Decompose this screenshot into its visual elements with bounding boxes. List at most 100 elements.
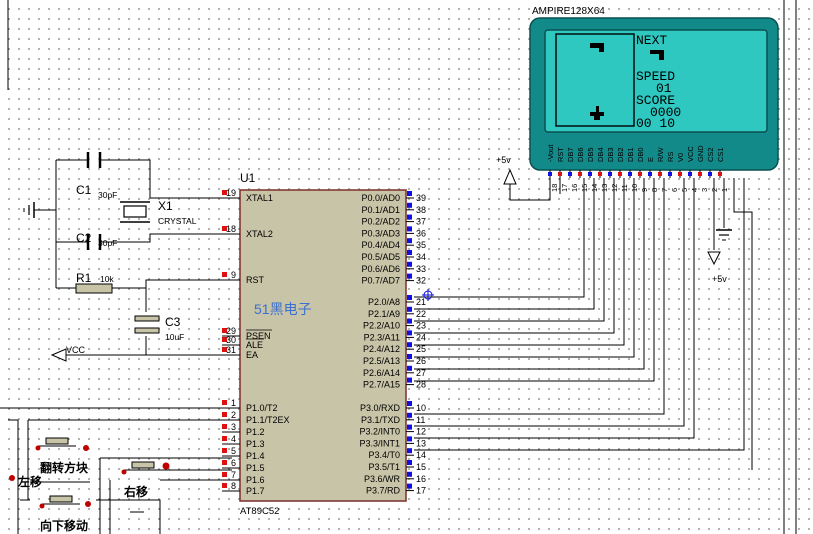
vcc-label: VCC [66,345,86,355]
crystal-x1[interactable]: X1 CRYSTAL [120,199,197,226]
x1-ref: X1 [158,199,173,213]
lcd-module[interactable]: AMPIRE128X64 NEXT SPEED 01 SCORE 0000 00… [529,6,779,192]
mcu-pin-marker [407,436,412,442]
lcd-line-value: 00 10 [636,116,675,131]
mcu-pin-marker [407,471,412,477]
lcd-pin-name: DB0 [636,147,645,162]
mcu-pin-marker [407,342,412,348]
button-rotate[interactable]: 翻转方块 [35,437,90,475]
wire-xtal1 [100,159,232,199]
mcu-pin-number: 11 [416,415,425,425]
mcu-pin-marker [407,214,412,220]
button-left-label: 左移 [17,474,42,489]
mcu-pin-name: P2.2/A10 [363,321,400,331]
lcd-pin-marker [578,172,582,176]
mcu-pin-name: P2.7/A15 [363,380,400,390]
mcu-pin-number: 9 [231,270,236,280]
plus5v-terminal-b[interactable]: +5v [707,251,727,284]
ground-symbol-left [23,202,35,218]
lcd-pin-number: 18 [550,184,559,192]
lcd-pin-marker [678,172,682,176]
lcd-pin-marker [598,172,602,176]
mcu-pin-name: P2.6/A14 [363,368,400,378]
mcu-pin-marker [222,412,227,417]
lcd-pin-number: 16 [570,184,579,192]
mcu-pin-name: P3.2/INT0 [359,427,400,437]
mcu-pin-number: 23 [416,321,426,331]
mcu-pin-number: 3 [231,422,236,432]
mcu-pin-number: 24 [416,332,426,342]
button-down[interactable]: 向下移动 [39,495,92,533]
mcu-pin-name: P0.2/AD2 [361,217,400,227]
lcd-score-label: SCORE [636,93,675,108]
mcu-pin-number: 5 [231,446,236,456]
mcu-pin-name: XTAL2 [246,229,273,239]
lcd-pin-marker [558,172,562,176]
mcu-pin-marker [407,377,412,383]
lcd-pin-marker [568,172,572,176]
vcc-terminal[interactable]: VCC [50,345,86,362]
button-left[interactable]: 左移 [9,474,42,489]
mcu-pin-37: 37 P0.2/AD2 [361,214,426,227]
mcu-pin-name: P0.1/AD1 [361,205,400,215]
mcu-pin-name: RST [246,275,265,285]
r1-ref: R1 [76,271,92,285]
plus5v-terminal-a[interactable]: +5v [496,155,517,185]
mcu-pin-marker [407,202,412,208]
lcd-score-value: 0000 [650,105,681,120]
mcu-pin-marker [407,354,412,359]
lcd-speed-label: SPEED [636,69,675,84]
mcu-pin-number: 30 [226,335,236,345]
capacitor-c3[interactable]: C3 10uF [134,315,184,342]
mcu-pin-number: 8 [231,481,236,491]
mcu-pin-name: P2.4/A12 [363,344,400,354]
button-right[interactable]: 右移 [121,461,170,499]
lcd-pin-6: RS6 [666,152,679,192]
lcd-pin-marker [658,172,662,176]
mcu-pin-marker [222,337,227,342]
lcd-pin-number: 17 [560,184,569,192]
mcu-pin-marker [222,483,227,488]
ground-symbol-lcd [716,229,732,241]
resistor-r1[interactable]: R1 10k [75,271,114,294]
mcu-pin-number: 2 [231,410,236,420]
mcu-pin-name: P1.3 [246,439,265,449]
mcu-pin-marker [407,261,412,267]
mcu-pin-number: 12 [416,427,426,437]
mcu-pin-number: 37 [416,217,426,227]
mcu-pin-marker [222,347,227,352]
mcu-pin-name: P2.0/A8 [368,297,400,307]
mcu-pin-number: 15 [416,462,426,472]
mcu-pin-name: P0.5/AD5 [361,252,400,262]
capacitor-c1[interactable]: C1 30pF [76,152,117,200]
mcu-pin-name: P1.4 [246,451,265,461]
mcu-pin-number: 21 [416,297,426,307]
lcd-pin-name: GND [696,145,705,162]
mcu-pin-name: P0.4/AD4 [361,240,400,250]
mcu-pin-number: 7 [231,470,236,480]
mcu-pin-marker [407,412,412,418]
mcu-pin-number: 1 [231,398,236,408]
c2-value: 30pF [98,238,117,248]
mcu-pin-marker [407,318,412,324]
lcd-pin-marker [618,172,622,176]
mcu-pin-marker [407,295,412,300]
c3-value: 10uF [165,332,184,342]
capacitor-c2[interactable]: C2 30pF [76,231,117,250]
mcu-pin-marker [222,272,227,277]
lcd-pin-name: R/W [656,147,665,163]
